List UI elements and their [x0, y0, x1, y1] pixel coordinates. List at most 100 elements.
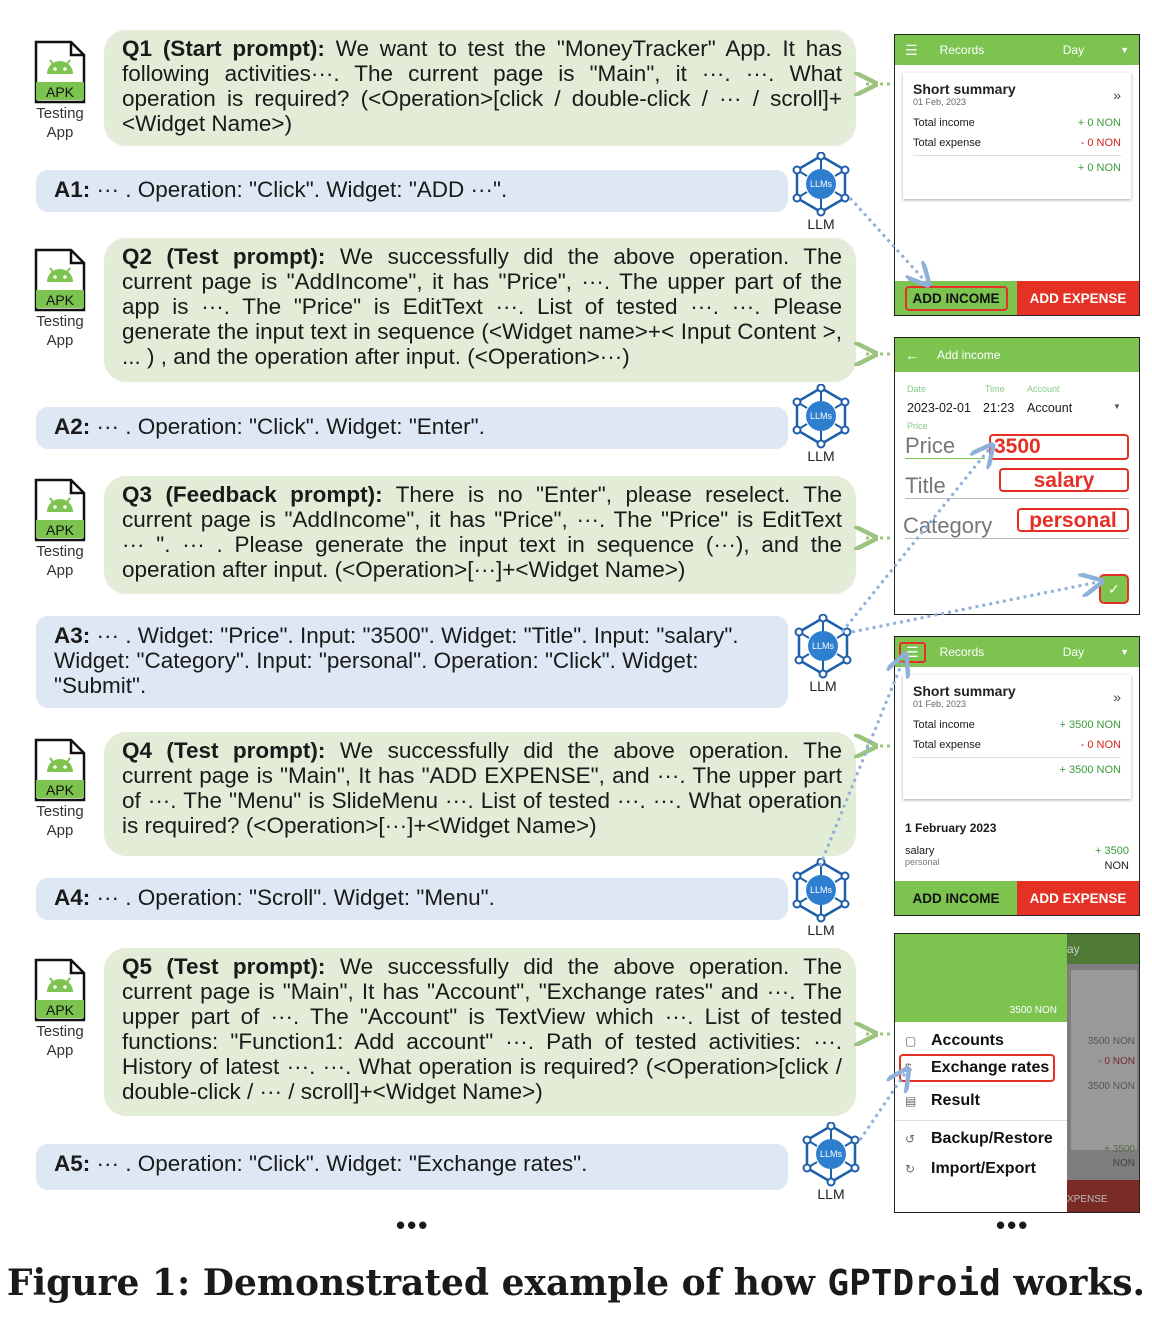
apk-badge: APK — [45, 84, 74, 100]
chevron-right-icon[interactable]: » — [1113, 689, 1121, 705]
menu-icon[interactable]: ☰ — [905, 41, 918, 58]
history-icon: ↺ — [905, 1132, 916, 1146]
q2-title: Q2 (Test prompt): — [122, 244, 326, 269]
apk-file-icon — [34, 248, 86, 312]
title-input[interactable]: salary — [999, 468, 1129, 492]
day-heading: 1 February 2023 — [905, 821, 997, 835]
a5-text: ··· . Operation: "Click". Widget: "Excha… — [90, 1151, 588, 1176]
accounts-icon: ▢ — [905, 1034, 917, 1048]
add-expense-button[interactable]: ADD EXPENSE — [1017, 281, 1139, 315]
action-buttons: ADD INCOME ADD EXPENSE — [895, 881, 1139, 915]
llm-network-icon: LLMs — [794, 614, 852, 679]
app-bar-title: Add income — [937, 348, 1001, 362]
q2-bubble: Q2 (Test prompt): We successfully did th… — [104, 238, 856, 382]
chevron-right-icon[interactable]: » — [1113, 87, 1121, 103]
navigation-drawer: 3500 NON ▢Accounts $Exchange rates ▤Resu… — [895, 934, 1067, 1212]
add-income-button[interactable]: ADD INCOME — [895, 281, 1017, 315]
back-arrow-icon[interactable]: ← — [905, 347, 919, 363]
bg-fragment: ay — [1067, 942, 1080, 956]
app-bar: ☰ Records Day ▼ — [895, 35, 1139, 65]
ellipsis-left: ••• — [396, 1210, 430, 1240]
bg-fragment: 3500 NON — [1087, 1081, 1135, 1092]
submit-button[interactable]: ✓ — [1099, 574, 1129, 604]
summary-title: Short summary — [913, 81, 1016, 97]
expense-row: Total expense- 0 NON — [913, 137, 1121, 149]
bg-fragment: NON — [1112, 1158, 1135, 1169]
period-selector[interactable]: Day — [1062, 43, 1085, 57]
a2-title: A2: — [54, 414, 91, 439]
summary-card: Short summary 01 Feb, 2023 » Total incom… — [903, 73, 1131, 199]
q3-text: There is no "Enter", please reselect. Th… — [122, 482, 843, 582]
date-label: Date — [907, 384, 927, 394]
apk-badge: APK — [45, 522, 74, 538]
total-row: + 0 NON — [1077, 162, 1121, 174]
llm-network-icon: LLMs — [802, 1122, 860, 1187]
screen-side-menu: ay 3500 NON - 0 NON 3500 NON + 3500 NON … — [894, 933, 1140, 1213]
menu-item-backup-restore[interactable]: ↺Backup/Restore — [905, 1130, 1053, 1147]
llm-label: LLM — [809, 678, 837, 694]
summary-card: Short summary 01 Feb, 2023 » Total incom… — [903, 675, 1131, 799]
a3-title: A3: — [54, 623, 91, 648]
q4-title: Q4 (Test prompt): — [122, 738, 326, 763]
add-expense-button[interactable]: ADD EXPENSE — [1017, 881, 1139, 915]
account-select[interactable]: Account — [1027, 401, 1073, 415]
drawer-balance: 3500 NON — [1009, 1005, 1057, 1016]
menu-item-accounts[interactable]: ▢Accounts — [905, 1032, 1004, 1049]
period-selector[interactable]: Day — [1062, 645, 1085, 659]
apk-file-icon — [34, 478, 86, 542]
summary-date: 01 Feb, 2023 — [913, 699, 967, 709]
category-input[interactable]: personal — [1017, 508, 1129, 532]
q1-bubble: Q1 (Start prompt): We want to test the "… — [104, 30, 856, 146]
q3-bubble: Q3 (Feedback prompt): There is no "Enter… — [104, 476, 856, 594]
q5-title: Q5 (Test prompt): — [122, 954, 326, 979]
apk-badge: APK — [45, 782, 74, 798]
apk-badge: APK — [45, 292, 74, 308]
llm-node-3: LLMs LLM — [792, 614, 854, 694]
title-label: Title — [905, 473, 946, 498]
menu-item-result[interactable]: ▤Result — [905, 1092, 980, 1109]
a1-text: ··· . Operation: "Click". Widget: "ADD ·… — [90, 177, 508, 202]
account-label: Account — [1027, 384, 1060, 394]
q1-title: Q1 (Start prompt): — [122, 36, 325, 61]
app-bar-title: Records — [939, 645, 985, 659]
menu-item-import-export[interactable]: ↻Import/Export — [905, 1160, 1036, 1177]
a2-bubble: A2: ··· . Operation: "Click". Widget: "E… — [36, 407, 788, 449]
menu-item-exchange-rates[interactable]: $Exchange rates — [899, 1054, 1056, 1082]
bg-fragment: XPENSE — [1067, 1194, 1108, 1205]
date-field[interactable]: 2023-02-01 — [907, 401, 971, 415]
menu-icon[interactable]: ☰ — [899, 641, 926, 663]
q2-text: We successfully did the above operation.… — [122, 244, 842, 369]
apk-file-icon — [34, 40, 86, 104]
add-income-button[interactable]: ADD INCOME — [895, 881, 1017, 915]
screen-records-updated: ☰ Records Day ▼ Short summary 01 Feb, 20… — [894, 636, 1140, 916]
total-row: + 3500 NON — [1059, 764, 1121, 776]
income-row: Total income+ 0 NON — [913, 117, 1121, 129]
record-item[interactable]: salary personal + 3500 NON — [905, 845, 1129, 879]
q1-text: We want to test the "MoneyTracker" App. … — [122, 36, 842, 136]
llm-badge: LLMs — [812, 641, 835, 651]
llm-badge: LLMs — [820, 1149, 843, 1159]
a3-bubble: A3: ··· . Widget: "Price". Input: "3500"… — [36, 616, 788, 708]
bg-fragment: 3500 NON — [1087, 1036, 1135, 1047]
time-field[interactable]: 21:23 — [983, 401, 1015, 415]
category-label: Category — [903, 513, 993, 538]
llm-network-icon: LLMs — [792, 152, 850, 217]
price-input[interactable]: 3500 — [989, 434, 1129, 460]
q5-text: We successfully did the above operation.… — [122, 954, 842, 1104]
dropdown-icon: ▼ — [1113, 402, 1121, 411]
bg-fragment: - 0 NON — [1098, 1056, 1135, 1067]
bar-chart-icon: ▤ — [905, 1094, 917, 1108]
q4-bubble: Q4 (Test prompt): We successfully did th… — [104, 732, 856, 856]
llm-label: LLM — [807, 922, 835, 938]
llm-badge: LLMs — [810, 411, 833, 421]
check-icon: ✓ — [1108, 580, 1120, 597]
summary-title: Short summary — [913, 683, 1016, 699]
llm-node-1: LLMs LLM — [790, 152, 852, 232]
